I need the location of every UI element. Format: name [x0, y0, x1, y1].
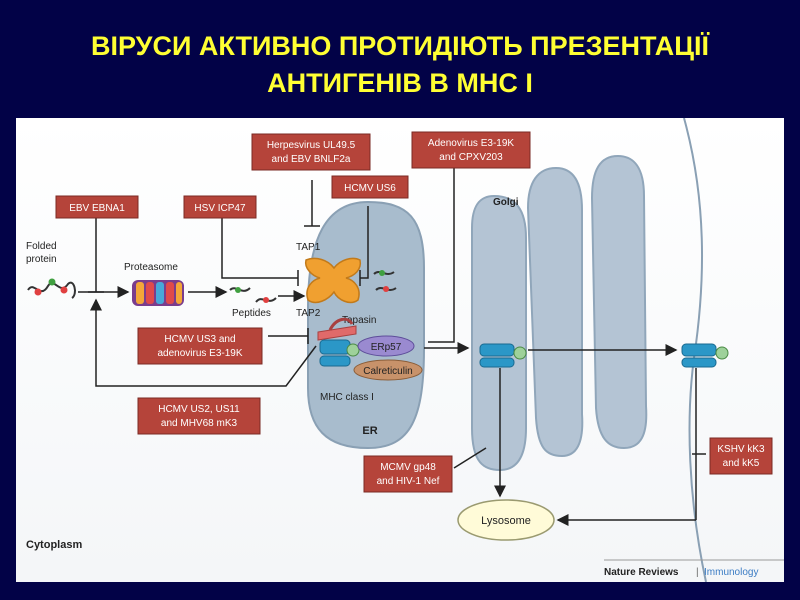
box-mcmv-gp48-text-2: and HIV-1 Nef — [377, 476, 440, 487]
folded-protein-label-1: Folded — [26, 241, 57, 252]
golgi-cisterna-3 — [590, 154, 648, 450]
folded-protein-residue — [34, 288, 42, 296]
box-hcmv-us6: HCMV US6 — [331, 175, 409, 199]
peptides-label: Peptides — [232, 308, 271, 319]
slide-title-line-2: АНТИГЕНІВ В МНС І — [267, 68, 533, 98]
calreticulin-icon — [353, 359, 423, 381]
golgi-cisterna-2 — [526, 166, 584, 458]
inhibit-adenovirus — [428, 166, 455, 343]
inhibit-hcmv-us6 — [360, 206, 369, 279]
surface-mhc-class-1-icon — [681, 343, 729, 368]
slide-title: ВІРУСИ АКТИВНО ПРОТИДІЮТЬ ПРЕЗЕНТАЦІЇ АН… — [0, 28, 800, 102]
box-herpesvirus-text-2: and EBV BNLF2a — [272, 154, 351, 165]
erp57-icon — [357, 335, 415, 357]
box-ebv-ebna1: EBV EBNA1 — [55, 195, 139, 219]
box-hcmv-us2-text-1: HCMV US2, US11 — [158, 404, 240, 415]
slide-title-line-1: ВІРУСИ АКТИВНО ПРОТИДІЮТЬ ПРЕЗЕНТАЦІЇ — [91, 31, 709, 61]
proteasome-label: Proteasome — [124, 262, 178, 273]
folded-protein-residue — [60, 286, 68, 294]
mhc-class-1-label: MHC class I — [320, 392, 374, 403]
box-hcmv-us3-text-2: adenovirus E3-19K — [157, 348, 242, 359]
inhibition-lines — [88, 166, 706, 469]
box-kshv-text-1: KSHV kK3 — [717, 444, 765, 455]
folded-protein-label-2: protein — [26, 254, 57, 265]
er-label: ER — [362, 425, 377, 437]
box-ebv-ebna1-text: EBV EBNA1 — [69, 203, 125, 214]
box-hcmv-us2-text-2: and MHV68 mK3 — [161, 418, 238, 429]
mhc-class-1-icon — [319, 339, 360, 367]
box-hcmv-us3-text-1: HCMV US3 and — [164, 334, 235, 345]
er-compartment — [307, 200, 425, 450]
peptides-icon — [229, 287, 277, 303]
tapasin-icon — [317, 317, 357, 341]
pathway-diagram: Golgi ER Cytoplasm Folded protein Protea… — [16, 117, 784, 583]
tap1-label: TAP1 — [296, 242, 321, 253]
box-mcmv-gp48: MCMV gp48 and HIV-1 Nef — [363, 455, 453, 493]
inhibit-mcmv-line — [453, 447, 487, 469]
box-hsv-icp47: HSV ICP47 — [183, 195, 257, 219]
erp57-label: ERp57 — [371, 342, 402, 353]
folded-protein-residue — [48, 278, 56, 286]
calreticulin-label: Calreticulin — [363, 366, 412, 377]
credit-journal: Nature Reviews — [604, 567, 679, 578]
proteasome-icon — [132, 280, 184, 306]
box-adenovirus: Adenovirus E3-19K and CPXV203 — [411, 131, 531, 169]
inhibit-hsv-icp47 — [221, 216, 298, 279]
box-hcmv-us6-text: HCMV US6 — [344, 183, 396, 194]
box-hcmv-us2: HCMV US2, US11 and MHV68 mK3 — [137, 397, 261, 435]
pathway-arrows — [78, 286, 697, 526]
lysosome-icon — [457, 499, 555, 541]
golgi-cisterna-1 — [471, 194, 527, 472]
lysosome-label: Lysosome — [481, 515, 531, 527]
box-herpesvirus: Herpesvirus UL49.5 and EBV BNLF2a — [251, 133, 371, 171]
tap-transporter-icon — [304, 257, 362, 304]
box-mcmv-gp48-text-1: MCMV gp48 — [380, 462, 436, 473]
golgi-label: Golgi — [493, 197, 519, 208]
box-kshv-text-2: and kK5 — [723, 458, 760, 469]
box-hcmv-us3: HCMV US3 and adenovirus E3-19K — [137, 327, 263, 365]
tapasin-label: Tapasin — [342, 315, 376, 326]
box-adenovirus-text-1: Adenovirus E3-19K — [428, 138, 514, 149]
credit-separator: | — [696, 567, 699, 578]
box-adenovirus-text-2: and CPXV203 — [439, 152, 503, 163]
antigen-presentation-figure: Golgi ER Cytoplasm Folded protein Protea… — [16, 117, 784, 583]
credit-section: Immunology — [704, 567, 758, 578]
arrow-mhc-to-cytoplasm — [90, 298, 317, 387]
box-kshv: KSHV kK3 and kK5 — [709, 437, 773, 475]
tap2-label: TAP2 — [296, 308, 321, 319]
cytoplasm-label: Cytoplasm — [26, 539, 82, 551]
box-hsv-icp47-text: HSV ICP47 — [194, 203, 246, 214]
er-peptides-icon — [373, 270, 397, 292]
box-herpesvirus-text-1: Herpesvirus UL49.5 — [267, 140, 356, 151]
golgi-mhc-class-1-icon — [479, 343, 527, 368]
